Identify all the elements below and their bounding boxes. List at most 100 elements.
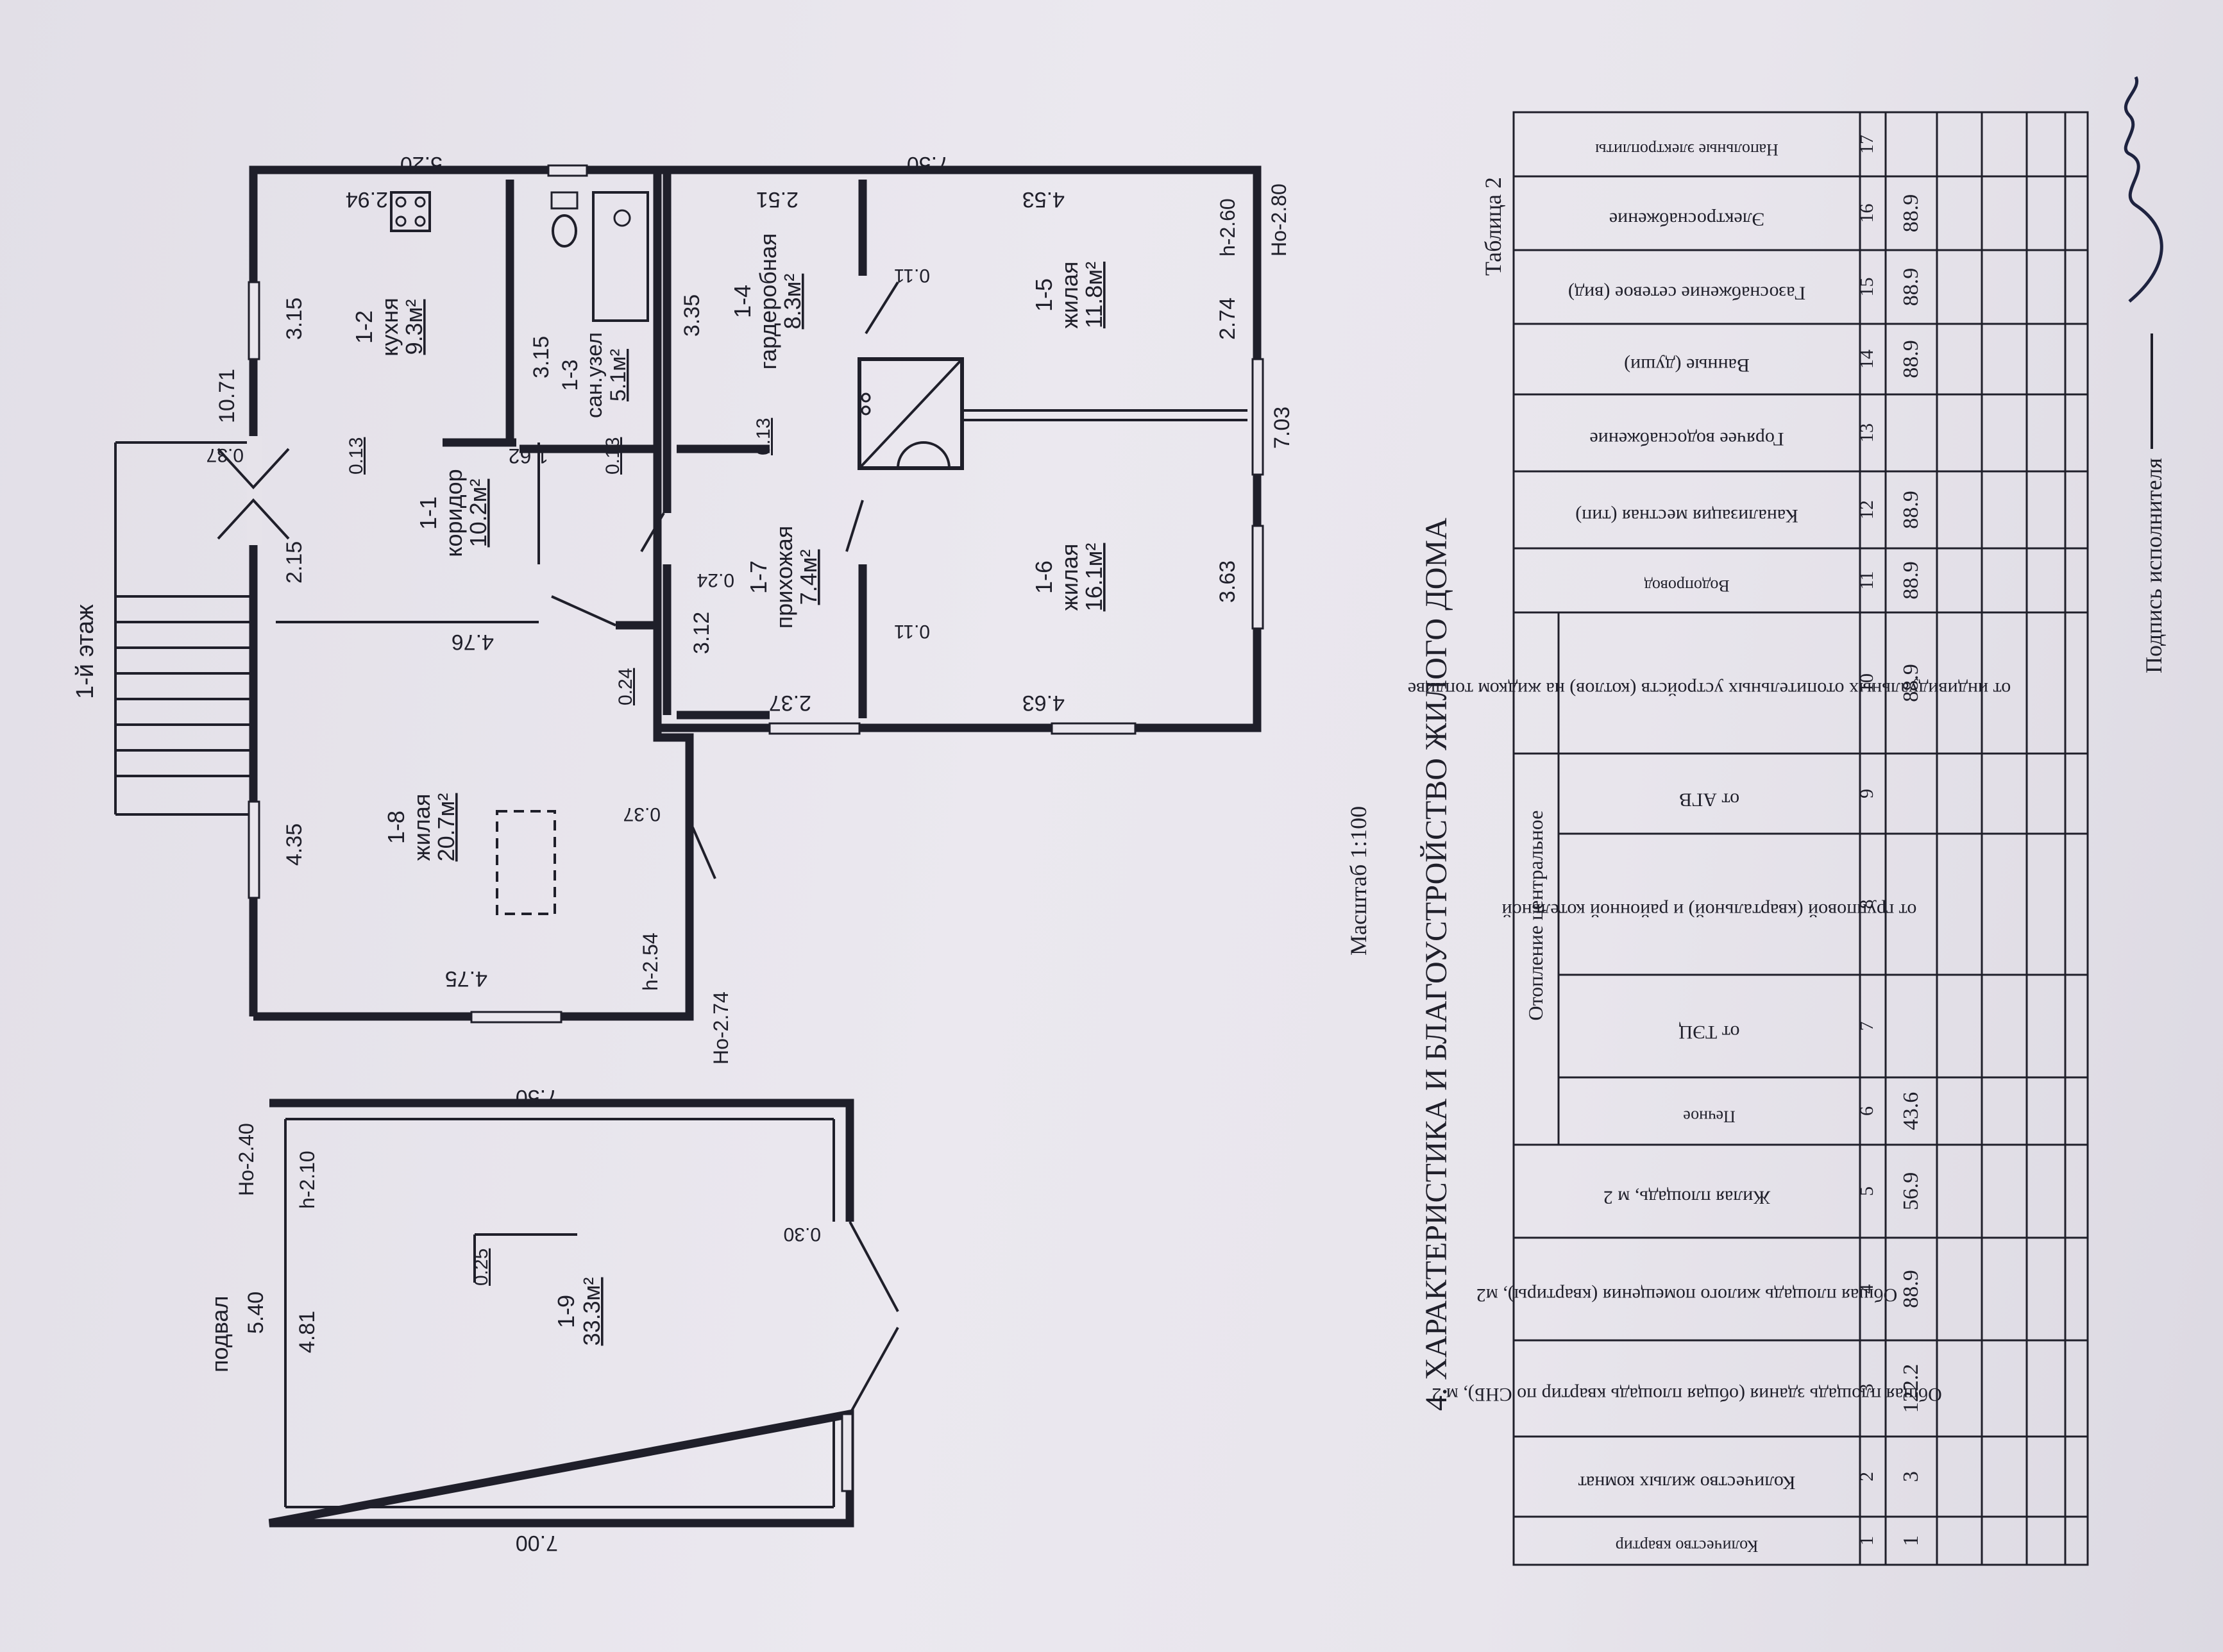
room-1-8-id: 1-8 bbox=[383, 811, 409, 844]
table-header-col-8: от групповой (квартальной) и районной ко… bbox=[1502, 900, 1917, 921]
table-number-col-16: 16 bbox=[1856, 204, 1877, 223]
dim-room16-h: 4.63 bbox=[1022, 691, 1065, 715]
table-number-col-14: 14 bbox=[1856, 350, 1877, 369]
room-1-2-name: кухня bbox=[376, 298, 403, 357]
table-header-col-16: Электроснабжение bbox=[1609, 209, 1764, 230]
table-header-col-14: Ванные (души) bbox=[1624, 355, 1750, 376]
table-header-col-13: Горячее водоснабжение bbox=[1589, 428, 1784, 450]
table-value-col-3: 122.2 bbox=[1899, 1364, 1923, 1413]
table-number-col-5: 5 bbox=[1856, 1186, 1877, 1196]
room-1-5-id: 1-5 bbox=[1031, 278, 1057, 312]
room-1-3-area: 5.1м² bbox=[606, 349, 630, 401]
table-number-col-8: 8 bbox=[1856, 900, 1877, 909]
dim-wall-011-b: 0.11 bbox=[894, 621, 930, 642]
entrance-stairs bbox=[114, 441, 257, 816]
basement-dim-025: 0.25 bbox=[471, 1249, 492, 1286]
dim-wall-037-bottom: 0.37 bbox=[623, 804, 661, 825]
dim-room16-w: 3.63 bbox=[1215, 560, 1240, 603]
basement-dim-bottom: 7.00 bbox=[516, 1531, 558, 1555]
table-header-col-10: от индивидуальных отопительных устройств… bbox=[1408, 678, 2011, 700]
dim-room14-w: 3.35 bbox=[680, 294, 704, 337]
room-1-6-name: жилая bbox=[1056, 544, 1083, 611]
basement-title: подвал bbox=[207, 1296, 233, 1372]
dim-room15-w: 2.74 bbox=[1215, 298, 1240, 340]
room-1-8-name: жилая bbox=[409, 794, 435, 861]
room-1-6-area: 16.1м² bbox=[1081, 543, 1107, 612]
room-1-7-area: 7.4м² bbox=[795, 550, 822, 605]
room-1-2-area: 9.3м² bbox=[401, 299, 427, 355]
table-value-col-5: 56.9 bbox=[1899, 1172, 1923, 1211]
table-header-col-17: Напольные электроплиты bbox=[1595, 140, 1779, 159]
signature bbox=[2124, 76, 2163, 303]
basement-plan: подвал 5.40 4.81 7.50 7.00 0.30 0.25 Но-… bbox=[207, 1085, 899, 1555]
dim-top-left: 5.20 bbox=[400, 152, 443, 176]
basement-ho: Но-2.40 bbox=[235, 1123, 258, 1196]
table-header-col-12: Канализация местная (тип) bbox=[1575, 505, 1798, 527]
table-number-col-10: 10 bbox=[1856, 673, 1877, 693]
table-value-col-1: 1 bbox=[1899, 1535, 1923, 1546]
section-title: 4. ХАРАКТЕРИСТИКА И БЛАГОУСТРОЙСТВО ЖИЛО… bbox=[1419, 518, 1453, 1411]
room-1-4-id: 1-4 bbox=[729, 285, 756, 318]
signature-label: Подпись исполнителя bbox=[2141, 458, 2167, 673]
table-number-col-4: 4 bbox=[1856, 1285, 1877, 1294]
dim-room17-h: 2.37 bbox=[769, 691, 811, 715]
basement-room-id: 1-9 bbox=[553, 1295, 579, 1328]
dim-porch-left: 2.15 bbox=[282, 541, 307, 584]
basement-dim-top: 7.50 bbox=[516, 1085, 558, 1109]
table-number-col-17: 17 bbox=[1856, 135, 1877, 154]
table-value-col-4: 88.9 bbox=[1899, 1270, 1923, 1308]
table-header-col-6: Печное bbox=[1683, 1108, 1736, 1126]
first-floor-title: 1-й этаж bbox=[72, 604, 99, 699]
first-floor-labels: 1-й этаж 1-1 коридор 10.2м² 1-2 кухня 9.… bbox=[72, 152, 1294, 1065]
height-right: h-2.60 bbox=[1216, 198, 1239, 257]
ho-right: Но-2.80 bbox=[1267, 183, 1290, 257]
table-header-col-9: от АГВ bbox=[1679, 789, 1739, 811]
dim-wall-024-b: 0.24 bbox=[697, 569, 734, 591]
table-header-col-15: Газоснабжение сетевое (вид) bbox=[1568, 283, 1805, 304]
room-1-1-name: коридор bbox=[441, 469, 467, 557]
room-1-4-name: гардеробная bbox=[755, 233, 781, 370]
room-1-1-id: 1-1 bbox=[415, 496, 441, 530]
dim-wall-013-c: 0.13 bbox=[753, 418, 774, 455]
table-value-col-12: 88.9 bbox=[1899, 491, 1923, 529]
table-value-col-2: 3 bbox=[1899, 1471, 1923, 1482]
table-value-col-16: 88.9 bbox=[1899, 194, 1923, 233]
room-1-1-area: 10.2м² bbox=[465, 479, 491, 548]
dim-room18-h: 4.75 bbox=[445, 966, 487, 991]
table-number-col-3: 3 bbox=[1856, 1384, 1877, 1394]
table-group-header: Отопление центральное bbox=[1524, 810, 1547, 1020]
room-1-4-area: 8.3м² bbox=[779, 274, 806, 330]
room-1-5-area: 11.8м² bbox=[1081, 262, 1107, 328]
table-number-col-12: 12 bbox=[1856, 500, 1877, 519]
dim-wall-013-b: 0.13 bbox=[602, 437, 623, 475]
table-value-col-11: 88.9 bbox=[1899, 561, 1923, 600]
dim-wall-013-a: 0.13 bbox=[346, 437, 367, 475]
room-1-6-id: 1-6 bbox=[1031, 560, 1057, 594]
room-1-7-name: прихожая bbox=[771, 526, 797, 628]
dim-bath-side: 1.62 bbox=[509, 444, 548, 468]
table-header-col-11: Водопровод bbox=[1644, 577, 1729, 595]
dim-wall-024-a: 0.24 bbox=[615, 668, 636, 705]
room-1-7-id: 1-7 bbox=[745, 560, 772, 594]
dim-kitchen-h: 2.94 bbox=[346, 187, 388, 212]
dim-bath-w: 3.15 bbox=[529, 336, 554, 378]
dim-left-total: 10.71 bbox=[215, 369, 239, 423]
table-header-col-1: Количество квартир bbox=[1616, 1537, 1758, 1556]
basement-h: h-2.10 bbox=[296, 1150, 319, 1209]
basement-dim-030: 0.30 bbox=[784, 1224, 821, 1245]
table-header-col-4: Общая площадь жилого помещения (квартиры… bbox=[1476, 1285, 1898, 1306]
dim-top-right: 7.50 bbox=[907, 152, 949, 176]
table-value-col-10: 88.9 bbox=[1899, 664, 1923, 702]
table-value-col-15: 88.9 bbox=[1899, 268, 1923, 307]
first-floor-plan bbox=[114, 164, 1264, 1024]
room-1-8-area: 20.7м² bbox=[433, 793, 459, 862]
dim-wall-037-top: 0.37 bbox=[207, 444, 244, 466]
room-1-5-name: жилая bbox=[1056, 262, 1083, 329]
table-number-col-15: 15 bbox=[1856, 278, 1877, 297]
table-value-col-6: 43.6 bbox=[1899, 1092, 1923, 1131]
table-number-col-11: 11 bbox=[1856, 571, 1877, 590]
basement-room-area: 33.3м² bbox=[579, 1277, 605, 1346]
room-1-3-name: сан.узел bbox=[582, 332, 607, 418]
